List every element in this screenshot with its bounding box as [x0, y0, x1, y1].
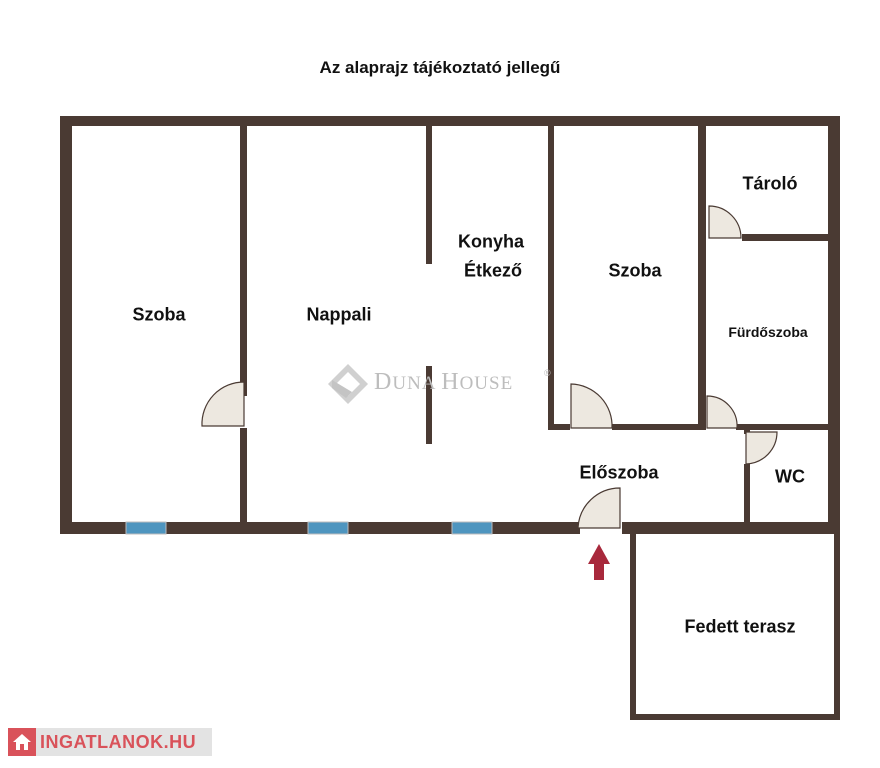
- wall-szoba-furdo: [698, 126, 706, 430]
- plan-title: Az alaprajz tájékoztató jellegű: [319, 58, 561, 77]
- wall-wc-top: [744, 424, 750, 434]
- watermark-brand: DUNA HOUSE: [374, 369, 513, 396]
- watermark-una: UNA: [392, 373, 442, 394]
- room-label-szoba-left: Szoba: [132, 304, 186, 325]
- wall-right: [828, 116, 840, 534]
- watermark-h: H: [441, 369, 460, 395]
- room-label-etkezo: Étkező: [463, 260, 523, 281]
- room-label-fedett-terasz: Fedett terasz: [684, 616, 796, 637]
- wall-wc-left: [744, 464, 750, 522]
- wall-partition-upper: [426, 126, 432, 264]
- door-szoba-left: [201, 381, 245, 427]
- doors: [201, 205, 778, 529]
- window-3: [451, 521, 493, 535]
- room-label-tarolo: Tároló: [742, 173, 798, 194]
- windows: [125, 521, 493, 535]
- room-label-szoba-mid: Szoba: [608, 260, 662, 281]
- wall-terasz-bottom: [630, 714, 840, 720]
- window-2: [307, 521, 349, 535]
- door-wc: [745, 431, 778, 465]
- room-label-konyha: Konyha: [457, 231, 525, 252]
- watermark-ouse: OUSE: [459, 373, 514, 394]
- wall-top: [60, 116, 840, 126]
- room-label-nappali: Nappali: [306, 304, 372, 325]
- house-icon: [8, 728, 36, 756]
- door-tarolo: [708, 205, 742, 239]
- window-1: [125, 521, 167, 535]
- wall-szoba-nappali-upper: [240, 126, 247, 396]
- wall-terasz-right: [834, 534, 840, 720]
- wall-bottom-right: [622, 522, 840, 534]
- room-label-furdoszoba: Fürdőszoba: [728, 324, 808, 340]
- room-label-wc: WC: [775, 466, 805, 487]
- door-szoba-mid: [570, 383, 613, 429]
- entrance-arrow-icon: [588, 544, 610, 580]
- door-furdoszoba: [706, 395, 738, 429]
- site-logo-text: INGATLANOK.HU: [40, 731, 197, 752]
- room-label-eloszoba: Előszoba: [579, 462, 659, 483]
- watermark-d: D: [374, 369, 393, 395]
- wall-szoba-bottom-b: [612, 424, 706, 430]
- wall-partition-lower: [426, 366, 432, 444]
- watermark-registered: ®: [544, 368, 551, 378]
- diamond-logo-icon: [328, 364, 368, 404]
- wall-konyha-szoba: [548, 126, 554, 430]
- wall-szoba-nappali-lower: [240, 428, 247, 522]
- wall-left: [60, 116, 72, 534]
- wall-tarolo-furdo: [742, 234, 828, 241]
- wall-szoba-bottom-a: [548, 424, 570, 430]
- wall-furdo-bottom: [736, 424, 828, 430]
- door-entrance: [577, 487, 621, 529]
- site-logo: INGATLANOK.HU: [8, 728, 212, 756]
- wall-terasz-left: [630, 534, 636, 720]
